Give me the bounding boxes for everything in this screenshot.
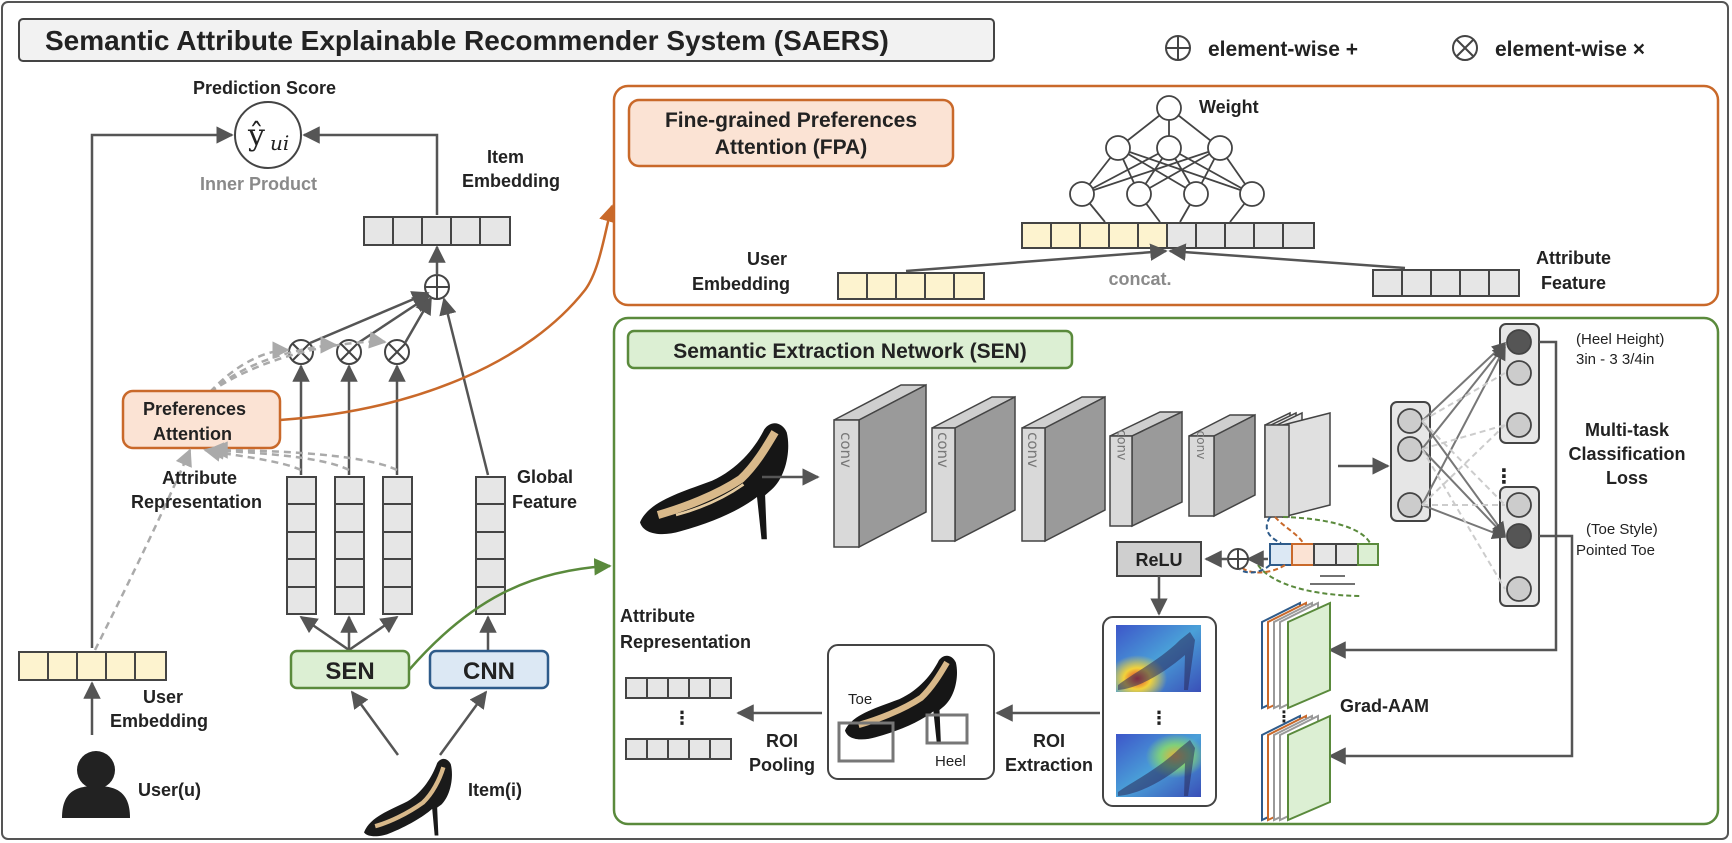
multitask-label-3: Loss (1606, 468, 1648, 488)
fpa-title-2: Attention (FPA) (715, 136, 867, 159)
legend-plus: element-wise + (1165, 35, 1358, 61)
fpa-user-embedding-2: Embedding (692, 274, 790, 294)
heel-height-2: 3in - 3 3/4in (1576, 351, 1654, 368)
to-sen-arrow (408, 558, 612, 671)
conv-block-5: conv (1188, 413, 1256, 518)
inner-product-label: Inner Product (200, 174, 317, 194)
y-hat: ŷ (247, 118, 265, 153)
attribute-vector-1 (286, 476, 317, 615)
conv-label: conv (837, 432, 855, 468)
user-embedding-vector (18, 651, 167, 681)
item-to-score-arrow (302, 126, 439, 215)
legend-times: element-wise × (1452, 35, 1645, 61)
heel-height-1: (Heel Height) (1576, 331, 1664, 348)
grad-aam-stack-2 (1261, 714, 1331, 822)
item-embedding-label-1: Item (487, 147, 524, 167)
title-box (18, 18, 995, 62)
user-embedding-label-1: User (143, 687, 183, 707)
attribute-representation-label-1: Attribute (162, 468, 237, 488)
roi-shoe-image (845, 655, 958, 744)
sen-title: Semantic Extraction Network (SEN) (673, 340, 1027, 363)
classifier-connections (1421, 342, 1507, 590)
to-fpa-arrow (279, 204, 616, 422)
roi-vector-2 (625, 738, 732, 760)
preferences-attention-label-1: Preferences (143, 399, 246, 419)
sen-attribute-representation-2: Representation (620, 632, 751, 652)
conv-block-1: conv (833, 383, 927, 549)
user-embedding-label-2: Embedding (110, 711, 208, 731)
heatmap-dots: ⋮ (1150, 708, 1168, 728)
conv-label: conv (1024, 432, 1042, 468)
user-icon (62, 751, 130, 818)
item-shoe-icon (364, 758, 452, 837)
heatmap-1 (1116, 625, 1201, 692)
sen-title-box (626, 329, 1074, 370)
fpa-attribute-feature-1: Attribute (1536, 248, 1611, 268)
user-label: User(u) (138, 780, 201, 800)
heel-roi-box (925, 713, 969, 745)
item-embedding-vector (363, 216, 511, 246)
cnn-box (428, 649, 550, 690)
global-feature-vector (475, 476, 506, 615)
global-feature-label-1: Global (517, 467, 573, 487)
channel-weight-vector (1269, 543, 1379, 566)
conv-block-3: conv (1021, 395, 1106, 543)
feature-map-stack (1264, 411, 1331, 519)
roi-pooling-label-1: ROI (766, 731, 798, 751)
y-sub: ui (270, 131, 289, 155)
heatmap-2 (1116, 734, 1201, 797)
multitask-label-1: Multi-task (1585, 420, 1670, 440)
cnn-box-label: CNN (463, 658, 515, 685)
toe-style-2: Pointed Toe (1576, 542, 1655, 559)
legend-plus-label: element-wise + (1208, 38, 1358, 61)
prediction-node (234, 101, 302, 169)
conv-block-2: conv (931, 395, 1016, 543)
heel-label: Heel (935, 753, 966, 770)
fpa-user-vector (837, 272, 985, 300)
sen-box-label: SEN (325, 658, 374, 685)
dots-output: ⋮ (1494, 466, 1514, 488)
relu-label: ReLU (1135, 550, 1182, 570)
roi-vector-1 (625, 677, 732, 699)
concat-vector (1021, 222, 1315, 249)
fpa-attribute-feature-2: Feature (1541, 273, 1606, 293)
prediction-score-label: Prediction Score (193, 78, 336, 98)
conv-label: conv (1114, 429, 1129, 460)
conv-label: conv (1194, 431, 1208, 460)
sen-attribute-representation-1: Attribute (620, 606, 695, 626)
page-title: Semantic Attribute Explainable Recommend… (45, 25, 889, 56)
toe-label: Toe (848, 691, 872, 708)
roi-extraction-label-2: Extraction (1005, 755, 1093, 775)
global-feature-label-2: Feature (512, 492, 577, 512)
conv-block-4: conv (1109, 410, 1183, 528)
fpa-attribute-vector (1372, 269, 1520, 297)
attention-network (1069, 95, 1265, 223)
legend-times-label: element-wise × (1495, 38, 1645, 61)
attribute-vector-3 (382, 476, 413, 615)
input-shoe-image (640, 423, 789, 540)
concat-label: concat. (1108, 269, 1171, 289)
preferences-attention-label-2: Attention (153, 424, 232, 444)
toe-roi-box (837, 721, 895, 763)
multitask-label-2: Classification (1568, 444, 1685, 464)
grad-aam-stack-1 (1261, 601, 1331, 710)
attribute-vector-2 (334, 476, 365, 615)
toe-style-1: (Toe Style) (1586, 521, 1658, 538)
weight-label: Weight (1199, 97, 1259, 117)
fpa-user-embedding-1: User (747, 249, 787, 269)
user-to-score-arrow (90, 126, 234, 648)
fpa-title-box (627, 98, 955, 168)
item-label: Item(i) (468, 780, 522, 800)
roi-extraction-label-1: ROI (1033, 731, 1065, 751)
fpa-title-1: Fine-grained Preferences (665, 109, 917, 132)
conv-label: conv (934, 432, 952, 468)
roi-pooling-label-2: Pooling (749, 755, 815, 775)
item-embedding-label-2: Embedding (462, 171, 560, 191)
roi-vector-dots: ⋮ (673, 708, 691, 728)
attribute-representation-label-2: Representation (131, 492, 262, 512)
grad-aam-label: Grad-AAM (1340, 696, 1429, 716)
